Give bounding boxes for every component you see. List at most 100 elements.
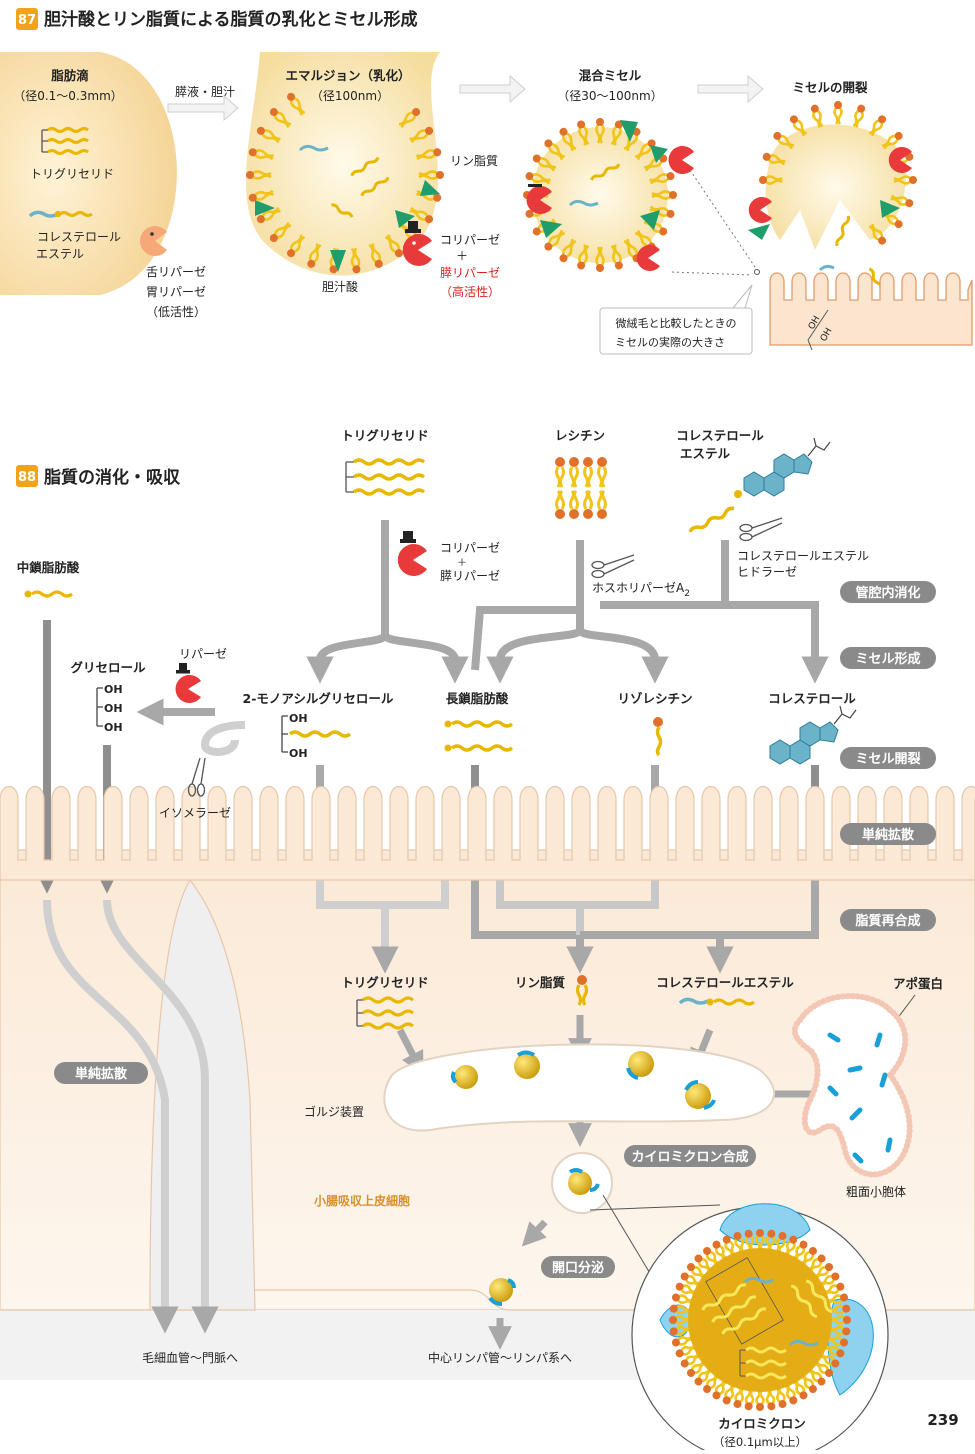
chylomicron-label: カイロミクロン	[718, 1416, 806, 1431]
pancreatic-lipase-88-icon	[397, 531, 427, 576]
lecithin-icon	[555, 457, 607, 519]
stage-pill-3: ミセル開裂	[840, 747, 936, 769]
exocytosis-pill: 開口分泌	[541, 1256, 615, 1278]
page-number: 239	[927, 1411, 958, 1429]
arrow-3	[697, 74, 764, 104]
mixed-micelle-label: 混合ミセル	[579, 68, 642, 83]
high-activity-label: （高活性）	[440, 284, 500, 299]
micelle-split-label: ミセルの開裂	[792, 80, 868, 95]
section-88-title: 脂質の消化・吸収	[44, 467, 181, 488]
colipase-label: コリパーゼ	[440, 233, 500, 247]
glycerol-oh-3: OH	[104, 721, 123, 734]
chylomicron-shell	[669, 1229, 851, 1411]
lysolecithin-label: リゾレシチン	[617, 691, 692, 706]
lingual-lipase-icon	[140, 226, 167, 257]
phospholipase-subscript: 2	[684, 589, 690, 599]
re-pl-icon	[575, 975, 589, 1006]
stage-pill-2: ミセル形成	[840, 647, 936, 669]
section-87-title: 胆汁酸とリン脂質による脂質の乳化とミセル形成	[44, 9, 418, 30]
top-triglyceride-label: トリグリセリド	[341, 428, 429, 443]
section-88-number: 88	[18, 470, 36, 485]
exocytosed-chylomicron	[489, 1278, 513, 1302]
emulsion-label: エマルジョン（乳化）	[285, 68, 410, 83]
plus-88: ＋	[457, 558, 467, 569]
fat-droplet	[0, 52, 177, 295]
golgi-lipoproteins	[450, 1050, 716, 1110]
lipase-label: リパーゼ	[179, 647, 227, 661]
section-88-badge	[16, 465, 38, 487]
lingual-lipase-label: 舌リパーゼ	[146, 265, 206, 279]
gastric-lipase-label: 胃リパーゼ	[146, 285, 206, 299]
colipase-88-label: コリパーゼ	[440, 541, 500, 555]
phospholipase-name: ホスホリパーゼA	[592, 581, 685, 595]
pancreatic-lipase-88-label: 膵リパーゼ	[440, 569, 500, 583]
golgi	[383, 1043, 776, 1132]
glycerol-oh-2: OH	[104, 702, 123, 715]
scale-callout-line-2: ミセルの実際の大きさ	[615, 335, 725, 349]
microvilli	[0, 785, 975, 881]
pancreatic-lipase-label: 膵リパーゼ	[440, 266, 500, 280]
arrow-2	[459, 74, 526, 104]
triglyceride-label: トリグリセリド	[30, 167, 114, 181]
lysolecithin-icon	[653, 717, 663, 757]
chylomicron-size: （径0.1μm以上）	[713, 1435, 807, 1449]
stage-pill-4: 単純拡散	[840, 823, 936, 845]
chol-hydrolase-label-2: ヒドラーゼ	[737, 565, 797, 579]
arrow-1	[167, 94, 239, 122]
stage-pill-2-text: ミセル形成	[855, 651, 920, 667]
chylomicron-core-lipids	[701, 1257, 833, 1380]
mag-oh-2: OH	[289, 747, 308, 760]
chol-ester-label-2: エステル	[680, 446, 731, 461]
mag-label: 2-モノアシルグリセロール	[243, 691, 394, 706]
apoprotein-label: アポ蛋白	[893, 976, 943, 991]
mixed-micelle-size: （径30～100nm）	[557, 89, 662, 103]
bile-acid-2	[330, 250, 346, 272]
re-ce-icon	[678, 997, 755, 1006]
stage-pill-1: 管腔内消化	[840, 581, 936, 603]
lcfa-icon	[444, 720, 514, 752]
split-micelle	[765, 124, 906, 250]
fat-droplet-size: （径0.1～0.3mm）	[13, 89, 123, 103]
lecithin-label: レシチン	[555, 428, 605, 443]
re-tg-icon	[356, 996, 414, 1030]
mixed-micelle	[532, 127, 668, 263]
mag-oh-1: OH	[289, 712, 308, 725]
scale-callout	[599, 307, 753, 355]
isomerase-label: イソメラーゼ	[159, 806, 231, 820]
bile-acid-label: 胆汁酸	[322, 279, 358, 294]
cholesterol-ester-label-1: コレステロール	[37, 230, 121, 244]
medium-fa-label: 中鎖脂肪酸	[17, 560, 80, 575]
emulsion-phospholipids	[246, 92, 444, 274]
stage-pill-5: 脂質再合成	[840, 909, 936, 931]
pancreatic-lipase-icon	[402, 221, 432, 266]
bile-acid-4	[395, 210, 415, 228]
re-pl-label: リン脂質	[515, 975, 566, 990]
golgi-label: ゴルジ装置	[304, 1104, 364, 1119]
glycerol-label: グリセロール	[70, 660, 146, 675]
stage-pill-1-text: 管腔内消化	[855, 585, 920, 601]
scale-callout-line-1: 微絨毛と比較したときの	[616, 316, 737, 330]
phospholipase-label: ホスホリパーゼA2	[592, 581, 690, 599]
chol-hydrolase-label-1: コレステロールエステル	[737, 549, 869, 563]
bile-acid-1	[255, 200, 275, 216]
stage-pill-5-text: 脂質再合成	[854, 913, 920, 929]
simple-diffusion-pill: 単純拡散	[54, 1062, 148, 1084]
re-ce-label: コレステロールエステル	[656, 975, 794, 990]
section-88: 88 脂質の消化・吸収	[0, 428, 975, 1454]
top-triglyceride-icon	[345, 458, 426, 496]
emulsion-internal	[298, 144, 390, 218]
chylo-synth-pill: カイロミクロン合成	[624, 1145, 756, 1167]
colipase-plus: ＋	[456, 249, 468, 263]
section-87-number: 87	[18, 13, 36, 28]
re-tg-label: トリグリセリド	[341, 975, 429, 990]
section-87: 87 胆汁酸とリン脂質による脂質の乳化とミセル形成 脂肪滴 （径0.1～0.3m…	[0, 8, 973, 355]
glycerol-oh-1: OH	[104, 683, 123, 696]
scissors-icon	[591, 554, 635, 579]
exocytosis-pill-text: 開口分泌	[552, 1260, 604, 1276]
rer-label: 粗面小胞体	[846, 1185, 906, 1199]
chylomicron-core	[688, 1248, 832, 1392]
capillary-label: 毛細血管～門脈へ	[142, 1350, 238, 1365]
triglyceride-icon	[41, 126, 89, 156]
microvilli-small	[769, 272, 973, 346]
